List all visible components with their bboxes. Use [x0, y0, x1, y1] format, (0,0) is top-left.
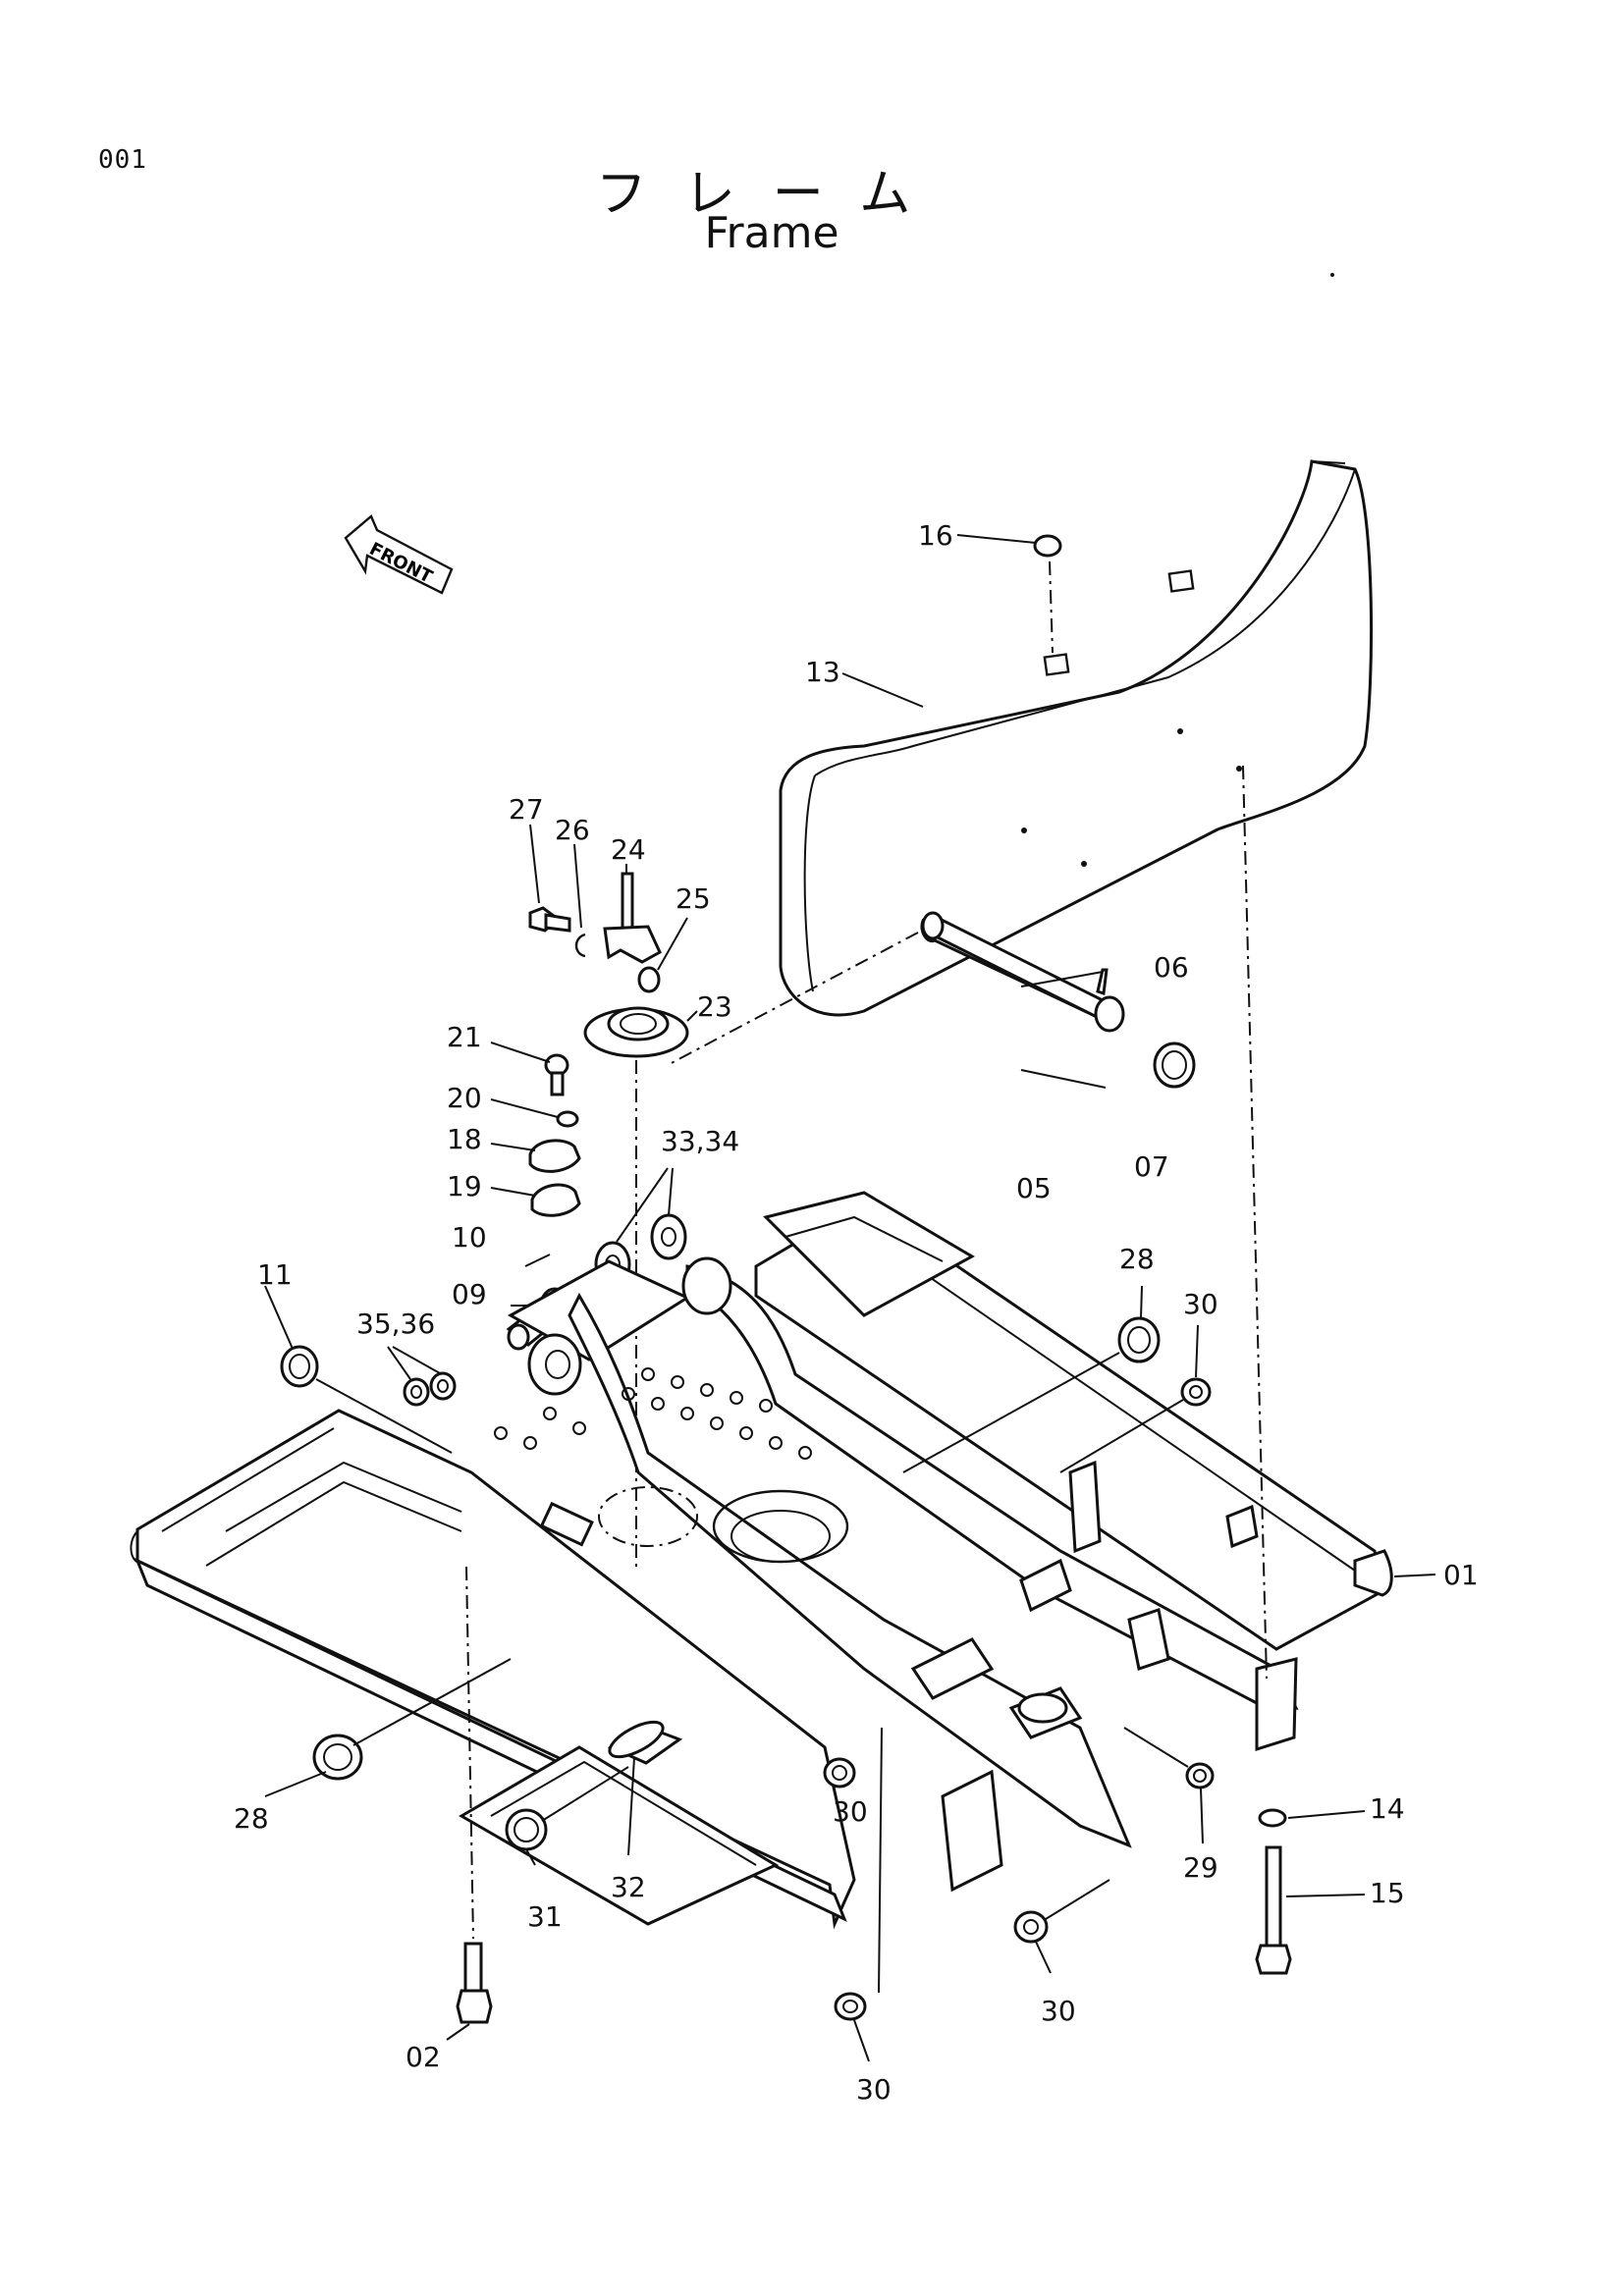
label-part-01: 01	[1443, 1559, 1479, 1591]
label-part-31: 31	[527, 1900, 563, 1933]
label-part-07: 07	[1134, 1150, 1169, 1183]
label-part-20: 20	[447, 1082, 482, 1114]
dust-speck	[1330, 273, 1334, 277]
label-part-33-34: 33,34	[661, 1125, 739, 1157]
label-part-35-36: 35,36	[356, 1308, 435, 1340]
bolt-holes	[494, 1367, 812, 1460]
page-number: 001	[98, 145, 147, 175]
label-part-30-center: 30	[833, 1795, 868, 1828]
upper-small-hardware	[528, 872, 662, 993]
label-part-05: 05	[1016, 1172, 1052, 1204]
counterweight	[779, 459, 1374, 1017]
pin-part-05	[667, 911, 1196, 1089]
title-english: Frame	[704, 208, 839, 258]
label-part-28-right: 28	[1119, 1243, 1155, 1275]
shims-part-35-36	[403, 1371, 457, 1407]
bolt-part-15	[1242, 765, 1292, 1975]
label-part-30-right: 30	[1183, 1288, 1218, 1320]
label-part-13: 13	[805, 656, 840, 688]
label-part-29: 29	[1183, 1851, 1218, 1884]
label-part-02: 02	[406, 2041, 441, 2073]
label-part-18: 18	[447, 1123, 482, 1155]
label-part-24: 24	[611, 833, 646, 866]
label-part-11: 11	[257, 1258, 293, 1291]
label-part-30-bottom: 30	[856, 2073, 892, 2106]
label-part-19: 19	[447, 1170, 482, 1202]
label-part-10: 10	[452, 1221, 487, 1254]
label-part-21: 21	[447, 1021, 482, 1053]
label-part-25: 25	[676, 882, 711, 915]
label-part-32: 32	[611, 1871, 646, 1903]
bushing-part-11	[280, 1345, 453, 1454]
label-part-30-lower-right: 30	[1041, 1995, 1076, 2027]
title-japanese: フレーム	[595, 165, 948, 224]
part-number-labels: 16 13 27 26 24 25 23 06 21 20 33,34 18 0…	[234, 519, 1479, 2106]
label-part-27: 27	[509, 793, 544, 826]
label-part-26: 26	[555, 814, 590, 846]
bearing-plate-part-23	[583, 1006, 689, 1571]
label-part-09: 09	[452, 1278, 487, 1310]
label-part-15: 15	[1370, 1877, 1405, 1909]
label-part-16: 16	[918, 519, 953, 552]
label-part-28-left: 28	[234, 1802, 269, 1835]
label-part-23: 23	[697, 990, 732, 1023]
bolt-part-02	[456, 1566, 493, 2024]
front-marker-label: FRONT	[366, 539, 436, 588]
leader-lines	[264, 534, 1436, 2062]
bushings	[312, 1316, 1215, 2021]
cap-part-16	[1033, 534, 1062, 654]
label-part-14: 14	[1370, 1792, 1405, 1825]
front-arrow-icon: FRONT	[344, 514, 454, 595]
label-part-06: 06	[1154, 951, 1189, 984]
